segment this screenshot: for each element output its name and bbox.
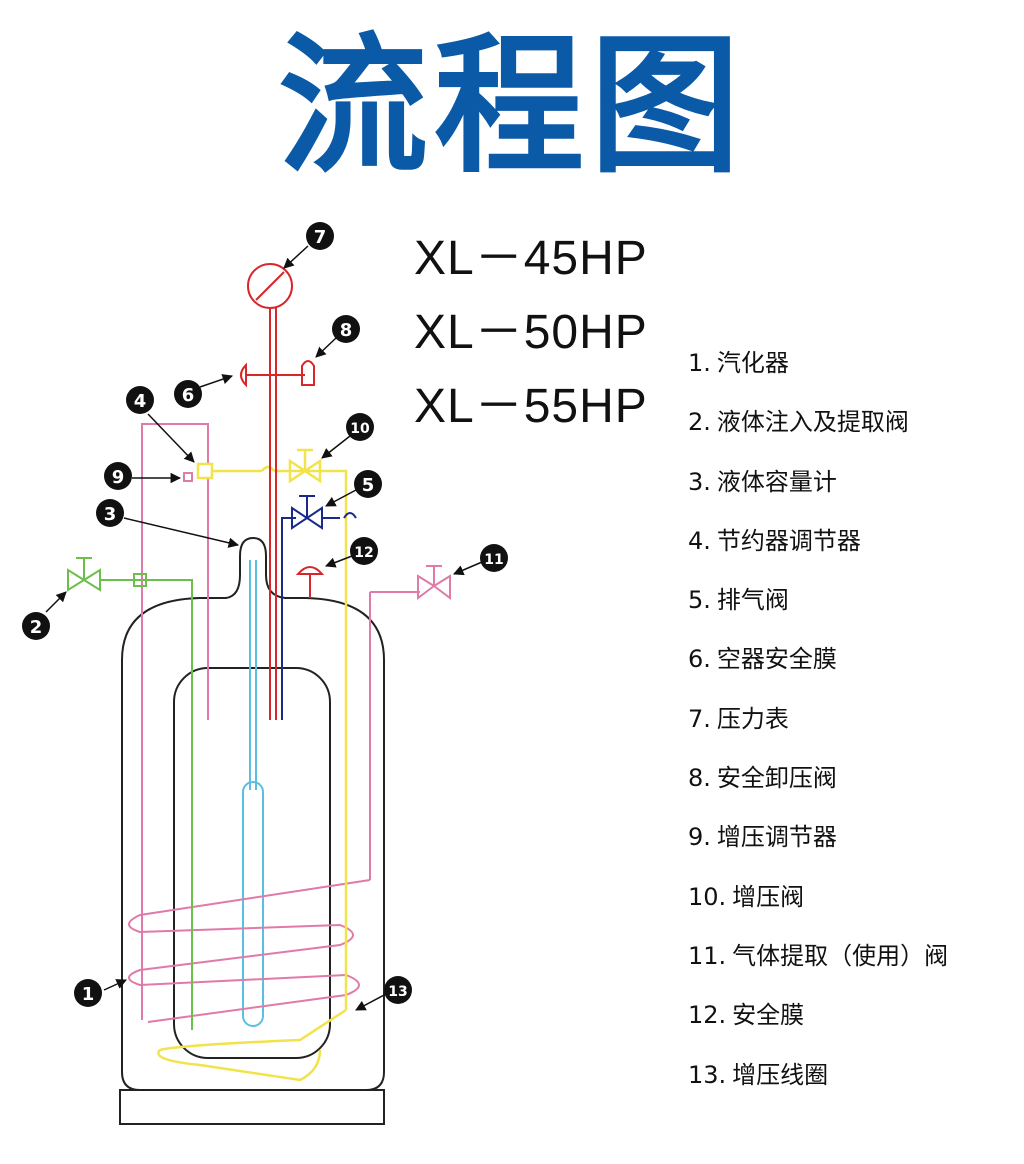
- legend-label: 汽化器: [716, 349, 789, 377]
- legend-number: 4.: [688, 526, 711, 555]
- legend-label: 液体注入及提取阀: [716, 408, 909, 437]
- legend-item: 4.节约器调节器: [688, 518, 1018, 577]
- legend-item: 2.液体注入及提取阀: [688, 399, 1018, 458]
- legend-number: 13.: [688, 1060, 727, 1089]
- legend-number: 5.: [688, 586, 711, 615]
- legend-number: 1.: [688, 349, 711, 377]
- legend-item: 6.空器安全膜: [688, 636, 1018, 695]
- svg-text:4: 4: [134, 391, 147, 412]
- callout-3: 3: [96, 499, 240, 548]
- legend-number: 11.: [688, 941, 727, 970]
- svg-text:1: 1: [82, 984, 95, 1005]
- model-name: XL－55HP: [414, 380, 648, 433]
- callout-13: 13: [355, 976, 412, 1011]
- legend-label: 增压阀: [732, 882, 805, 911]
- legend-item: 1.汽化器: [688, 340, 1018, 399]
- legend-label: 节约器调节器: [716, 526, 861, 555]
- callout-11: 11: [453, 544, 508, 576]
- gas-use-valve: [417, 565, 451, 600]
- svg-text:9: 9: [112, 467, 125, 488]
- legend-number: 9.: [688, 823, 711, 852]
- svg-text:13: 13: [388, 984, 407, 1000]
- legend-item: 5.排气阀: [688, 577, 1018, 636]
- callout-7: 7: [283, 222, 334, 269]
- page-title: 流程图: [277, 20, 746, 194]
- callout-6: 6: [174, 374, 233, 408]
- model-name: XL－50HP: [414, 306, 648, 359]
- svg-text:10: 10: [350, 421, 370, 437]
- legend-label: 气体提取（使用）阀: [732, 941, 949, 970]
- legend-label: 排气阀: [716, 586, 789, 615]
- pressure-regulator: [183, 472, 193, 482]
- callout-1: 1: [74, 979, 127, 1007]
- liquid-fill-line: [67, 557, 193, 1030]
- gauge-line: [240, 263, 315, 720]
- callout-5: 5: [325, 470, 382, 507]
- legend-item: 13.增压线圈: [688, 1052, 1018, 1111]
- safety-disc: [295, 566, 325, 598]
- legend-number: 10.: [688, 882, 727, 911]
- outer-shell: [121, 536, 385, 1091]
- legend-label: 空器安全膜: [716, 645, 837, 674]
- svg-text:7: 7: [314, 227, 327, 248]
- vent-valve: [281, 495, 357, 720]
- legend-item: 11.气体提取（使用）阀: [688, 933, 1018, 992]
- legend-number: 8.: [688, 764, 711, 793]
- legend-label: 压力表: [716, 704, 789, 733]
- callout-8: 8: [315, 315, 360, 358]
- legend-number: 2.: [688, 408, 711, 437]
- legend-label: 液体容量计: [716, 467, 837, 496]
- callout-2: 2: [22, 591, 67, 640]
- legend: 1.汽化器 2.液体注入及提取阀 3.液体容量计 4.节约器调节器 5.排气阀 …: [688, 340, 1018, 1111]
- legend-item: 3.液体容量计: [688, 459, 1018, 518]
- legend-item: 9.增压调节器: [688, 814, 1018, 873]
- svg-text:12: 12: [354, 545, 373, 561]
- level-gauge: [242, 560, 264, 1027]
- inner-vessel: [173, 667, 331, 1059]
- legend-label: 增压调节器: [716, 823, 837, 852]
- legend-label: 安全卸压阀: [716, 764, 837, 793]
- callout-4: 4: [126, 386, 195, 463]
- svg-text:6: 6: [182, 385, 195, 406]
- legend-item: 12.安全膜: [688, 992, 1018, 1051]
- legend-number: 7.: [688, 704, 711, 733]
- model-list: XL－45HP XL－50HP XL－55HP: [414, 222, 648, 444]
- callout-9: 9: [104, 462, 182, 490]
- svg-text:2: 2: [30, 617, 43, 638]
- legend-label: 安全膜: [732, 1001, 805, 1030]
- svg-text:8: 8: [340, 320, 353, 341]
- legend-item: 10.增压阀: [688, 874, 1018, 933]
- legend-number: 3.: [688, 467, 711, 496]
- legend-number: 12.: [688, 1001, 727, 1030]
- callout-12: 12: [325, 537, 378, 568]
- legend-item: 8.安全卸压阀: [688, 755, 1018, 814]
- model-name: XL－45HP: [414, 232, 648, 285]
- svg-text:5: 5: [362, 475, 375, 496]
- legend-item: 7.压力表: [688, 696, 1018, 755]
- tank-base: [119, 1089, 385, 1125]
- pressure-build-line: [157, 448, 348, 1082]
- svg-text:3: 3: [104, 504, 117, 525]
- callout-10: 10: [321, 413, 374, 459]
- legend-label: 增压线圈: [732, 1060, 829, 1089]
- legend-number: 6.: [688, 645, 711, 674]
- svg-text:11: 11: [484, 552, 503, 568]
- vaporizer-coil: [128, 423, 420, 1023]
